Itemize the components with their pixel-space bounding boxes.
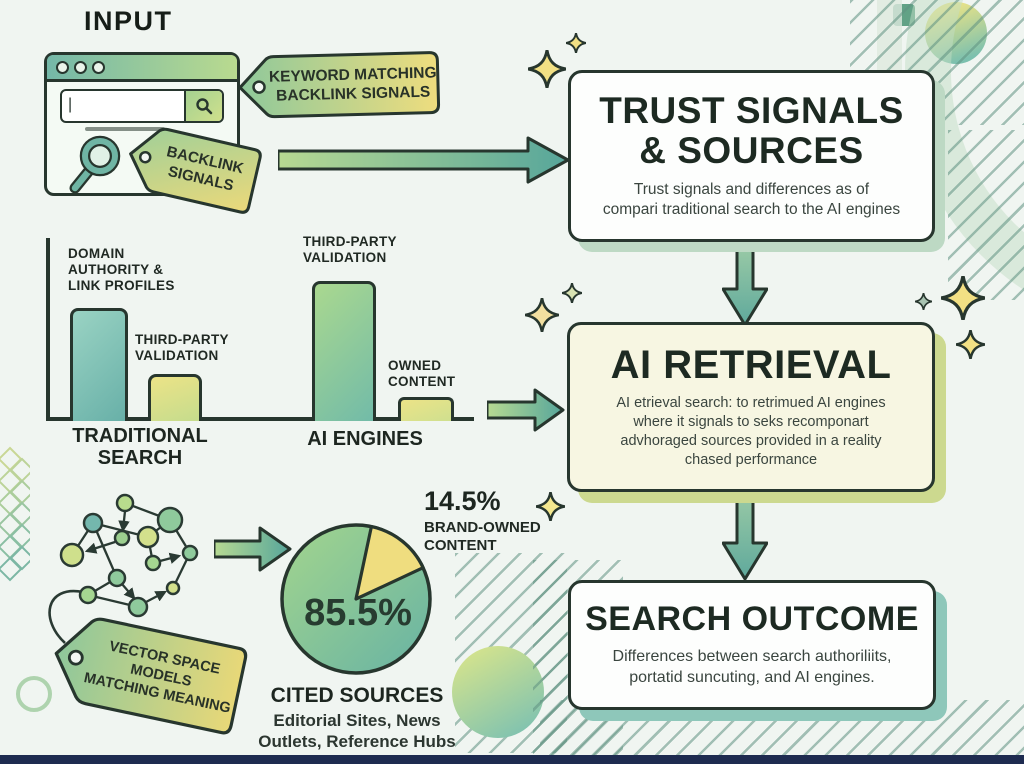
magnifier-illustration <box>69 135 121 194</box>
content-line <box>85 127 165 131</box>
sparkle-icon <box>941 276 985 320</box>
decor-bottom-navy-bar <box>0 755 1024 764</box>
pie-caption-title: CITED SOURCES <box>270 684 444 707</box>
category-traditional-search: TRADITIONAL SEARCH <box>72 425 208 470</box>
text-cursor: | <box>68 96 73 113</box>
label-third-party-ai: THIRD-PARTY VALIDATION <box>303 234 397 265</box>
label-third-party-traditional: THIRD-PARTY VALIDATION <box>135 332 229 363</box>
arrow-network-to-pie <box>214 526 292 572</box>
trust-signals-box: TRUST SIGNALS & SOURCES Trust signals an… <box>568 70 935 242</box>
sparkle-icon <box>956 330 985 359</box>
decor-circle-bottom-mid <box>452 646 544 738</box>
keyword-tag: KEYWORD MATCHING BACKLINK SIGNALS <box>231 47 445 123</box>
bar-chart-y-axis <box>46 238 50 420</box>
pie-small-label: BRAND-OWNED CONTENT <box>424 519 541 554</box>
vector-space-tag: VECTOR SPACE MODELS MATCHING MEANING <box>38 605 254 740</box>
bar-chart-x-axis <box>46 417 474 421</box>
sparkle-icon <box>915 293 932 310</box>
bar-third-party-traditional <box>148 374 202 421</box>
backlink-tag: BACKLINK SIGNALS <box>115 115 269 221</box>
bar-owned-content <box>398 397 454 421</box>
tag-shape <box>54 617 248 735</box>
ai-retrieval-body: AI etrieval search: to retrimued AI engi… <box>616 395 886 468</box>
vector-network-illustration <box>48 493 199 644</box>
arrow-retrieval-to-outcome <box>722 489 768 581</box>
search-outcome-title: SEARCH OUTCOME <box>585 600 919 639</box>
tag-shape <box>129 127 262 214</box>
search-outcome-box: SEARCH OUTCOME Differences between searc… <box>568 580 936 710</box>
pie-slice-brand-owned <box>354 525 425 601</box>
window-dot-icon <box>56 60 69 74</box>
search-input: | <box>60 89 224 123</box>
arrow-chart-to-retrieval <box>487 388 565 432</box>
ai-retrieval-title: AI RETRIEVAL <box>610 343 892 388</box>
arrow-trust-to-retrieval <box>722 243 768 327</box>
search-outcome-body: Differences between search authoriliits,… <box>612 648 892 686</box>
search-icon <box>196 98 213 115</box>
ai-retrieval-box: AI RETRIEVAL AI etrieval search: to retr… <box>567 322 935 492</box>
category-ai-engines: AI ENGINES <box>307 428 423 450</box>
pie-chart <box>280 523 432 675</box>
sparkle-icon <box>562 283 582 303</box>
trust-signals-body: Trust signals and differences as of comp… <box>602 181 901 219</box>
sparkle-icon <box>566 33 586 53</box>
bar-domain-authority <box>70 308 128 421</box>
decor-hatch-topright-2 <box>948 130 1024 300</box>
window-dot-icon <box>74 60 87 74</box>
pie-center-percentage: 85.5% <box>304 592 412 634</box>
decor-ring-bottomleft <box>16 676 52 712</box>
backlink-tag-label: BACKLINK SIGNALS <box>164 143 246 195</box>
window-dot-icon <box>92 60 105 74</box>
search-button <box>184 91 222 121</box>
browser-titlebar <box>47 55 237 82</box>
keyword-tag-label: KEYWORD MATCHING BACKLINK SIGNALS <box>268 64 437 105</box>
decor-diamond-lattice <box>0 446 30 582</box>
trust-signals-title: TRUST SIGNALS & SOURCES <box>599 90 904 172</box>
pie-caption-sub: Editorial Sites, News Outlets, Reference… <box>258 711 456 752</box>
bar-third-party-ai <box>312 281 376 421</box>
sparkle-icon <box>536 492 565 521</box>
tag-hole-icon <box>138 150 152 164</box>
arrow-input-to-trust <box>278 136 570 184</box>
tag-shape <box>238 51 441 119</box>
label-owned-content: OWNED CONTENT <box>388 358 456 389</box>
label-domain-authority: DOMAIN AUTHORITY & LINK PROFILES <box>68 246 175 293</box>
tag-hole-icon <box>252 80 266 94</box>
input-title: INPUT <box>84 6 173 36</box>
tag-hole-icon <box>67 649 84 666</box>
sparkle-icon <box>525 298 559 332</box>
sparkle-icon <box>528 50 566 88</box>
pie-small-percentage: 14.5% <box>424 486 501 516</box>
